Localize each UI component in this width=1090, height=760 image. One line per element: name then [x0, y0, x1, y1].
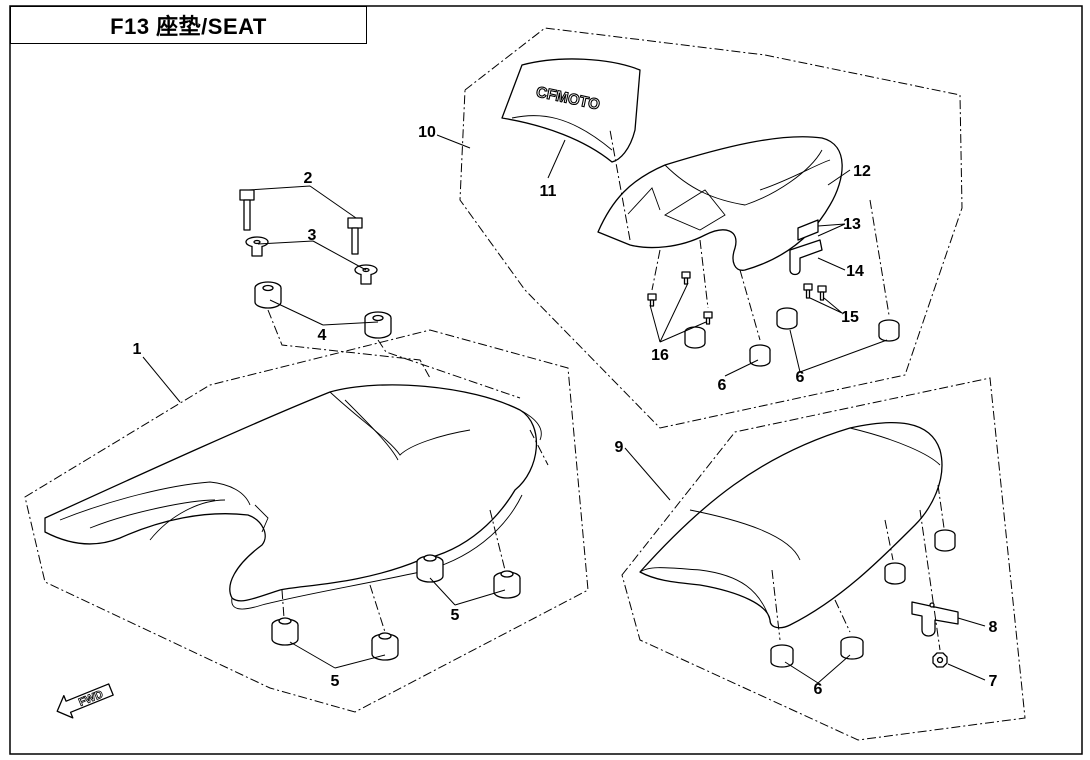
callout-12: 12 — [853, 163, 871, 180]
centerline — [651, 249, 661, 291]
centerline — [609, 129, 631, 241]
centerline — [377, 339, 521, 399]
rubber-mount-set-rear — [770, 529, 956, 668]
group-outline-rear-seat — [621, 377, 1026, 741]
centerline — [267, 309, 431, 379]
callout-6a: 6 — [718, 377, 727, 394]
screw-set-cowl — [647, 271, 713, 325]
rubber-mount-set-front — [271, 554, 521, 661]
seat-cowl — [597, 136, 843, 271]
callout-5b: 5 — [331, 673, 340, 690]
rubber-mount-set-cowl — [684, 307, 900, 367]
front-seat — [44, 384, 542, 610]
bolt-set — [239, 189, 392, 339]
centerline — [281, 589, 285, 619]
seat-cowl-pad: CFMOTO — [501, 58, 641, 163]
centerline — [699, 239, 709, 309]
title-box: F13 座垫/SEAT — [10, 6, 367, 44]
callout-16: 16 — [651, 347, 669, 364]
callout-6b: 6 — [796, 369, 805, 386]
centerline — [771, 569, 781, 641]
callout-4: 4 — [318, 327, 327, 344]
cowl-bracket — [789, 219, 827, 301]
callout-7: 7 — [989, 673, 998, 690]
centerline — [369, 584, 386, 633]
centerline — [937, 484, 945, 529]
rear-seat-bracket — [911, 601, 959, 637]
rear-seat-nut — [932, 652, 948, 668]
callout-1: 1 — [133, 341, 142, 358]
group-outline-front-seat — [24, 329, 589, 713]
callout-3: 3 — [308, 227, 317, 244]
callout-15: 15 — [841, 309, 859, 326]
centerline — [834, 599, 851, 633]
callout-2: 2 — [304, 170, 313, 187]
diagram-title: F13 座垫/SEAT — [110, 14, 267, 39]
callout-8: 8 — [989, 619, 998, 636]
leader-lines-cowl — [436, 134, 888, 377]
rear-seat — [639, 421, 943, 629]
centerline — [869, 199, 890, 316]
callout-5a: 5 — [451, 607, 460, 624]
callout-6c: 6 — [814, 681, 823, 698]
leader-lines-front — [142, 185, 506, 669]
centerline — [529, 429, 549, 466]
callout-14: 14 — [846, 263, 864, 280]
callout-11: 11 — [540, 183, 557, 200]
centerline — [919, 509, 941, 651]
callout-labels: 1 2 3 4 5 5 6 6 6 7 8 9 10 11 12 13 14 1… — [133, 124, 998, 698]
diagram-border — [9, 5, 1083, 755]
fwd-label: FWD — [77, 688, 105, 709]
centerline — [739, 269, 761, 341]
callout-13: 13 — [843, 216, 861, 233]
group-outline-seat-cowl — [459, 27, 963, 429]
leader-lines-rear — [624, 447, 986, 684]
callout-9: 9 — [615, 439, 624, 456]
callout-10: 10 — [418, 124, 436, 141]
centerline — [489, 509, 506, 571]
centerline — [884, 519, 894, 561]
forward-arrow: FWD — [56, 683, 114, 719]
